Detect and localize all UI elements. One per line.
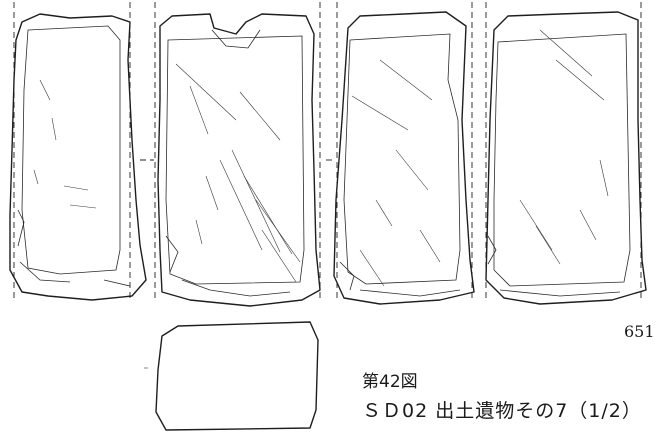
artifact-item-number: 651 bbox=[624, 322, 655, 341]
artifact-view-1 bbox=[9, 2, 147, 301]
figure-caption: ＳＤ02 出土遺物その7（1/2） bbox=[362, 400, 642, 422]
artifact-cross-section bbox=[144, 321, 319, 431]
artifact-view-3 bbox=[326, 2, 475, 305]
artifact-view-4 bbox=[485, 2, 647, 305]
artifact-view-2 bbox=[140, 2, 321, 307]
figure-number: 第42図 bbox=[362, 372, 418, 392]
